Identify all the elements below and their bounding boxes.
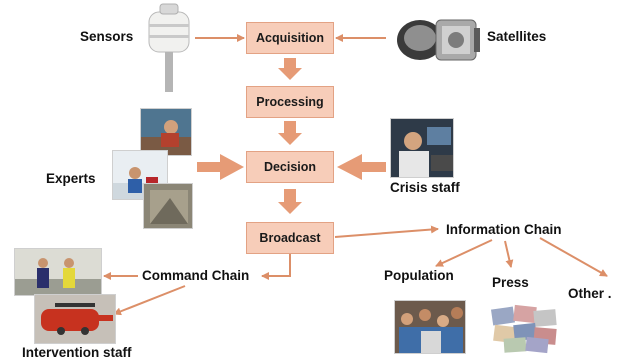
broadcast-box: Broadcast (246, 222, 334, 254)
press-label: Press (492, 275, 529, 290)
crisis-to-dec-arrow (337, 154, 386, 180)
population-photo (394, 300, 466, 354)
command-chain-label: Command Chain (142, 268, 250, 283)
expert-photo-1 (140, 108, 192, 156)
expert-photo-3 (143, 183, 193, 229)
other-label: Other . (568, 286, 612, 301)
intervention-staff-label: Intervention staff (22, 345, 132, 360)
satellites-label: Satellites (487, 29, 547, 44)
dec-to-broad-arrow (278, 189, 302, 214)
press-photo (490, 304, 558, 354)
processing-box: Processing (246, 86, 334, 118)
sensor-device-icon (148, 3, 190, 92)
info-to-population-arrow (435, 239, 493, 267)
proc-to-dec-arrow (278, 121, 302, 145)
decision-box: Decision (246, 151, 334, 183)
info-to-other-arrow (539, 237, 608, 277)
sensors-label: Sensors (80, 29, 134, 44)
broad-to-info-arrow (334, 225, 439, 238)
crisis-staff-label: Crisis staff (390, 180, 460, 195)
intervention-staff-photo (34, 294, 116, 344)
experts-label: Experts (46, 171, 96, 186)
broad-to-command-arrow (261, 254, 291, 280)
info-to-press-arrow (504, 240, 514, 268)
experts-to-dec-arrow (197, 154, 244, 180)
population-label: Population (384, 268, 454, 283)
command-to-intervention-arrow (113, 285, 186, 316)
acquisition-box: Acquisition (246, 22, 334, 54)
information-chain-label: Information Chain (446, 222, 562, 237)
crisis-staff-photo (390, 118, 454, 178)
acq-to-proc-arrow (278, 58, 302, 80)
command-chain-photo (14, 248, 102, 296)
satellite-device-icon (397, 19, 480, 61)
